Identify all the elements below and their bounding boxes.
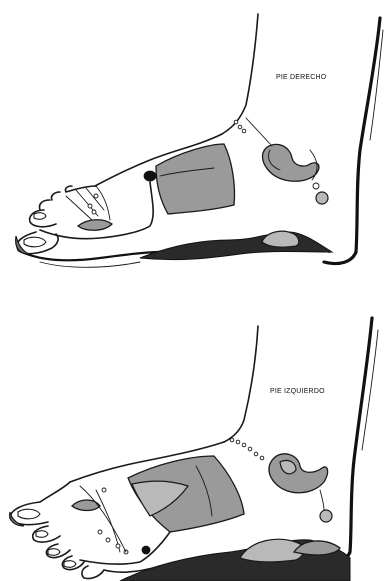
right-ankle-dot-1 <box>313 183 319 189</box>
right-toe-4 <box>51 192 60 200</box>
left-ankle-point-3 <box>242 443 246 447</box>
right-ankle-line <box>246 118 272 146</box>
left-toe-2-nail <box>36 531 48 538</box>
right-toe-point-1 <box>88 204 92 208</box>
right-toe-5 <box>65 186 96 192</box>
left-toe-point-3 <box>106 538 110 542</box>
left-leg-back <box>320 318 372 565</box>
left-toe-3-nail <box>48 549 60 556</box>
left-leg-front <box>224 326 258 442</box>
left-toe-5 <box>82 566 104 579</box>
right-foot-panel: PIE DERECHO <box>0 0 387 290</box>
left-toe-top-line <box>40 482 70 502</box>
right-ankle-point-1 <box>234 120 238 124</box>
left-toe-zone <box>72 500 100 511</box>
left-foot-label: PIE IZQUIERDO <box>270 388 325 395</box>
left-big-toe-nail <box>18 509 40 519</box>
right-black-point <box>144 171 156 181</box>
right-ankle-point-2 <box>238 125 242 129</box>
left-foot-diagram <box>0 290 387 581</box>
right-midfoot-zone <box>156 144 235 214</box>
right-toe-point-3 <box>94 194 98 198</box>
left-foot-panel: PIE IZQUIERDO <box>0 290 387 581</box>
right-leg-front <box>222 14 258 134</box>
right-ankle-dot-2 <box>316 192 328 204</box>
left-ankle-spiral-zone <box>269 454 328 493</box>
left-toe-point-1 <box>102 488 106 492</box>
left-forefoot <box>80 532 170 564</box>
right-ankle-point-3 <box>242 129 246 133</box>
left-ankle-dot <box>320 510 332 522</box>
left-forefoot-tendon <box>96 490 120 552</box>
right-sole-edge <box>40 262 140 267</box>
right-big-toe-nail <box>24 237 46 247</box>
right-sole-shadow <box>140 232 332 260</box>
right-toe-lines <box>66 188 104 220</box>
left-black-point <box>142 546 150 554</box>
left-ankle-point-4 <box>248 447 252 451</box>
left-toe-4-nail <box>64 561 76 568</box>
left-toe-line <box>80 486 126 552</box>
left-ankle-point-2 <box>236 440 240 444</box>
right-toe-2-nail <box>34 213 46 220</box>
left-ankle-point-6 <box>260 456 264 460</box>
left-ankle-point-5 <box>254 452 258 456</box>
left-ankle-drop-line <box>320 490 324 510</box>
left-toe-point-2 <box>98 530 102 534</box>
left-toe-point-4 <box>116 544 120 548</box>
right-heel-zone <box>262 231 299 247</box>
left-heel-zone <box>240 539 303 562</box>
left-ankle-point-1 <box>230 438 234 442</box>
right-toe-3 <box>39 200 50 210</box>
right-foot-label: PIE DERECHO <box>276 74 326 81</box>
right-foot-diagram <box>0 0 387 290</box>
right-toe-zone <box>78 220 112 231</box>
right-leg-back <box>324 18 380 264</box>
right-toe-point-2 <box>92 210 96 214</box>
